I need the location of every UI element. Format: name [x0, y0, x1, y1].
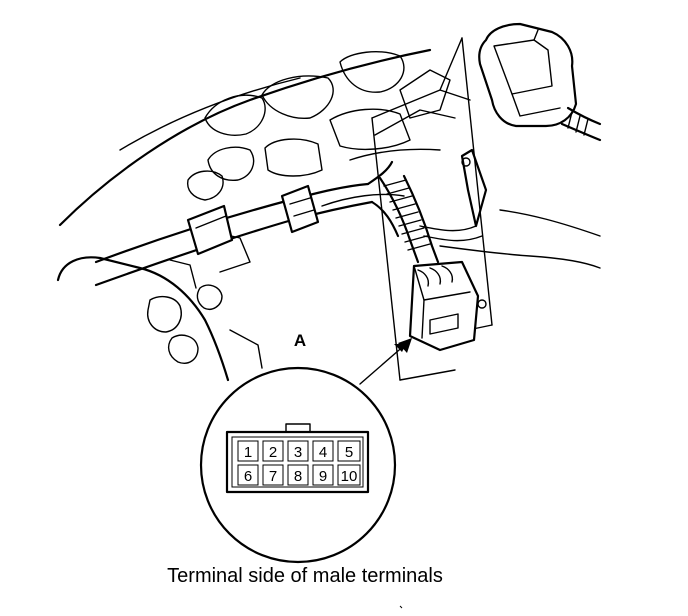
- terminal-cell: [237, 464, 259, 486]
- callout-arrowhead: [394, 338, 412, 353]
- top-connector: [478, 22, 602, 142]
- terminal-grid: 1 2 3 4 5 6 7 8 9 10: [237, 440, 361, 486]
- diagram-caption: Terminal side of male terminals: [167, 565, 443, 587]
- terminal-cell: [312, 464, 334, 486]
- terminal-number: 9: [319, 468, 327, 485]
- connector-a-body: [408, 260, 487, 352]
- terminal-number: 7: [269, 468, 277, 485]
- terminal-cell: [337, 464, 361, 486]
- connector-latch: [285, 423, 311, 433]
- terminal-cell: [262, 440, 284, 462]
- terminal-cell: [312, 440, 334, 462]
- terminal-number: 3: [294, 444, 302, 461]
- terminal-number: 1: [244, 444, 252, 461]
- terminal-number: 4: [319, 444, 327, 461]
- terminal-number: 10: [341, 468, 358, 485]
- engine-outline: [56, 48, 456, 382]
- terminal-number: 6: [244, 468, 252, 485]
- connector-face: [225, 423, 370, 494]
- connector-housing: [225, 430, 370, 494]
- terminal-cell: [287, 464, 309, 486]
- magnifier-circle: [199, 366, 397, 564]
- callout-label: A: [294, 331, 306, 350]
- wire-harness: [94, 148, 601, 287]
- terminal-cell: [262, 464, 284, 486]
- terminal-cell: [337, 440, 361, 462]
- terminal-cell: [237, 440, 259, 462]
- callout-leader: [359, 343, 407, 385]
- terminal-cell: [287, 440, 309, 462]
- stray-mark: [399, 605, 403, 609]
- terminal-number: 8: [294, 468, 302, 485]
- terminal-number: 5: [345, 444, 353, 461]
- terminal-number: 2: [269, 444, 277, 461]
- mounting-panel: [371, 37, 493, 381]
